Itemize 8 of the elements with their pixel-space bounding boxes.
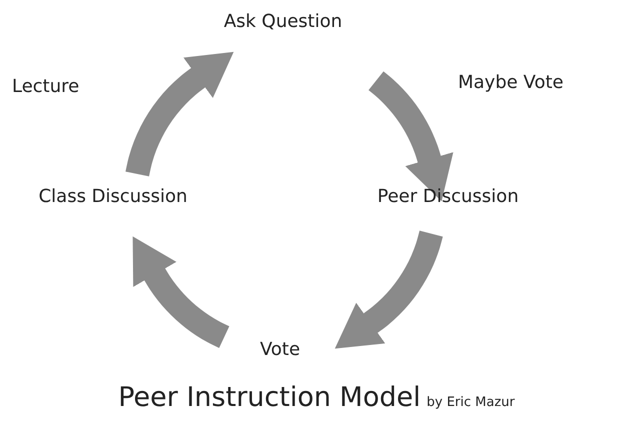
edge-label: Lecture	[12, 76, 80, 98]
stage-label: Class Discussion	[38, 186, 188, 207]
caption: by Eric Mazur	[426, 395, 515, 410]
stage-label: Ask Question	[224, 11, 342, 32]
title: Peer Instruction Model	[118, 382, 421, 413]
stage-label: Vote	[260, 339, 300, 360]
stage-label: Peer Discussion	[377, 186, 519, 207]
edge-label: Maybe Vote	[458, 72, 564, 94]
